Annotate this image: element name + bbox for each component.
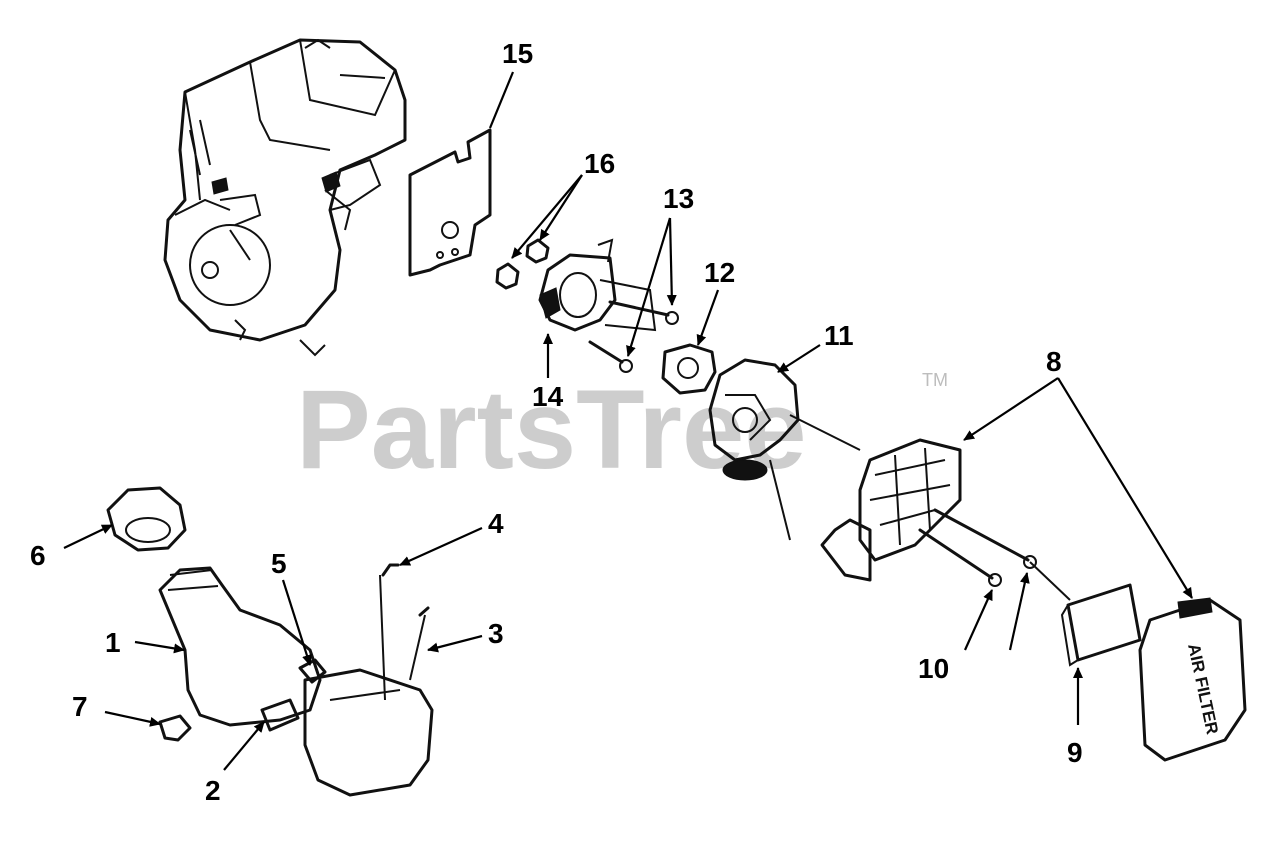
callout-11: 11 (824, 320, 854, 351)
gasket-12 (661, 343, 717, 395)
leader-15 (488, 71, 515, 129)
leader-1 (134, 640, 185, 654)
leader-8b (1057, 377, 1193, 599)
watermark-text: PartsTree (296, 367, 807, 492)
leader-3 (427, 634, 483, 653)
callout-16: 16 (584, 148, 615, 179)
fuel-line-4 (381, 563, 400, 577)
leader-10b (1008, 572, 1030, 651)
leader-7 (104, 710, 161, 727)
leader-13b (626, 217, 672, 357)
callout-9: 9 (1067, 737, 1083, 768)
leader-10a (963, 589, 994, 651)
bolt-10-lower (918, 528, 1002, 587)
leader-11 (777, 344, 821, 373)
carburetor-11 (708, 358, 861, 541)
fuel-cap-6 (106, 486, 187, 552)
callout-7: 7 (72, 691, 88, 722)
callout-15: 15 (502, 38, 533, 69)
watermark-trademark: TM (922, 370, 948, 390)
callout-3: 3 (488, 618, 504, 649)
fuel-filter-2 (260, 698, 300, 732)
nut-16-right (525, 238, 550, 264)
callout-6: 6 (30, 540, 46, 571)
leader-5 (281, 579, 312, 666)
callout-14: 14 (532, 381, 564, 412)
filter-element-9 (1060, 583, 1142, 667)
screw-13-lower (588, 340, 633, 373)
callout-13: 13 (663, 183, 694, 214)
leader-4 (399, 526, 483, 567)
gasket-15 (408, 128, 492, 277)
engine-block (163, 38, 407, 357)
callout-1: 1 (105, 627, 121, 658)
screw-13-upper (608, 300, 679, 325)
bolt-10-upper (933, 508, 1037, 569)
callout-5: 5 (271, 548, 287, 579)
shutoff-valve-7 (158, 714, 192, 742)
leader-8a (963, 377, 1059, 441)
callout-10: 10 (918, 653, 949, 684)
fuel-line-3 (418, 606, 430, 617)
callout-4: 4 (488, 508, 504, 539)
leader-16b (511, 174, 583, 259)
leader-13a (666, 217, 677, 306)
leader-2 (223, 721, 265, 771)
callout-8: 8 (1046, 346, 1062, 377)
leader-16a (539, 174, 583, 241)
leader-12 (696, 289, 720, 346)
air-filter-cover-text: AIR FILTER (1184, 642, 1222, 736)
air-filter-base-8 (820, 438, 962, 582)
fuel-tank-1 (158, 566, 434, 797)
air-filter-cover-8: AIR FILTER (1138, 597, 1247, 762)
leader-6 (63, 524, 113, 549)
callout-2: 2 (205, 775, 221, 806)
intake-adapter-14 (538, 238, 657, 332)
callout-12: 12 (704, 257, 735, 288)
assembly-centerline (1029, 561, 1071, 601)
nut-16-left (495, 262, 520, 290)
